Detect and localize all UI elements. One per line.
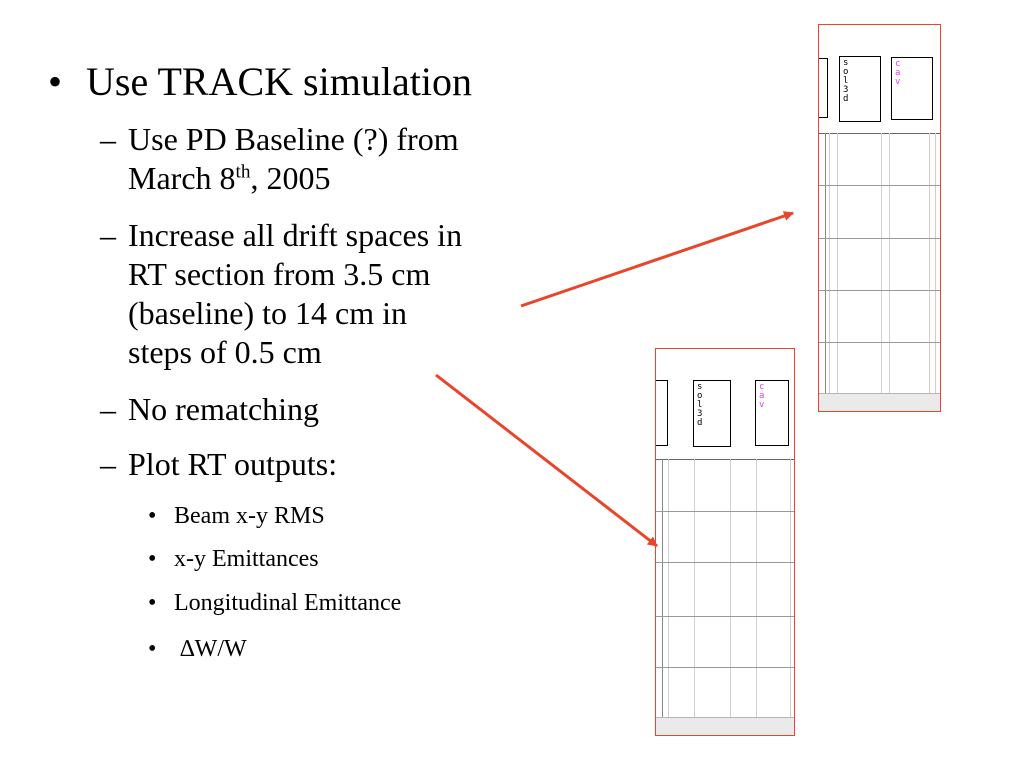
grid-column-line xyxy=(730,459,731,719)
sub-bullet-marker: – xyxy=(100,217,116,253)
item-longitudinal-emittance: Longitudinal Emittance xyxy=(174,590,402,616)
main-bullet-marker: • xyxy=(48,59,63,104)
item-bullet-marker: • xyxy=(148,503,157,529)
grid-row-line xyxy=(819,290,940,291)
sub-bullet-2-line4: steps of 0.5 cm xyxy=(128,334,322,370)
grid-header-line xyxy=(819,133,940,134)
sub-bullet-marker: – xyxy=(100,391,116,427)
grid-row-line xyxy=(656,616,794,617)
sub-bullet-2-line2: RT section from 3.5 cm xyxy=(128,256,431,292)
grid-column-line xyxy=(825,133,826,395)
sub-bullet-1-line1: Use PD Baseline (?) from xyxy=(128,121,459,157)
screenshot-footer-bar xyxy=(656,717,794,735)
partial-element-box xyxy=(656,380,668,446)
sub-bullet-3: No rematching xyxy=(128,391,320,427)
item-bullet-marker: • xyxy=(148,546,157,572)
grid-row-line xyxy=(819,185,940,186)
grid-row-line xyxy=(656,511,794,512)
main-bullet-text: Use TRACK simulation xyxy=(86,59,472,104)
screenshot-footer-bar xyxy=(819,393,940,411)
grid-column-line xyxy=(929,133,930,395)
item-bullet-marker: • xyxy=(148,590,157,616)
sub-bullet-marker: – xyxy=(100,121,116,157)
grid-column-line xyxy=(935,133,936,395)
date-year: , 2005 xyxy=(250,160,331,196)
grid-row-line xyxy=(656,667,794,668)
sub-bullet-2-line1: Increase all drift spaces in xyxy=(128,217,463,253)
item-beam-rms: Beam x-y RMS xyxy=(174,503,325,529)
arrow-to-baseline-screenshot xyxy=(520,211,794,308)
sub-bullet-2-line3: (baseline) to 14 cm in xyxy=(128,295,408,331)
item-emittances: x-y Emittances xyxy=(174,546,319,572)
grid-header-line xyxy=(656,459,794,460)
grid-column-line xyxy=(662,459,663,719)
sub-bullet-marker: – xyxy=(100,446,116,482)
grid-column-line xyxy=(837,133,838,395)
grid-column-line xyxy=(790,459,791,719)
partial-element-box xyxy=(819,58,828,118)
grid-column-line xyxy=(881,133,882,395)
grid-column-line xyxy=(694,459,695,719)
grid-row-line xyxy=(819,238,940,239)
grid-column-line xyxy=(756,459,757,719)
grid-column-line xyxy=(889,133,890,395)
date-text: March 8 xyxy=(128,160,236,196)
grid-row-line xyxy=(819,342,940,343)
grid-column-line xyxy=(668,459,669,719)
grid-row-line xyxy=(656,562,794,563)
item-bullet-marker: • xyxy=(148,636,157,662)
grid-column-line xyxy=(829,133,830,395)
item-delta-w: ∆W/W xyxy=(180,636,247,662)
arrow-to-modified-screenshot xyxy=(435,373,658,548)
date-superscript: th xyxy=(235,161,251,183)
sub-bullet-4: Plot RT outputs: xyxy=(128,446,338,482)
slide-text: • Use TRACK simulation – Use PD Baseline… xyxy=(48,59,472,662)
sub-bullet-1-line2: March 8th, 2005 xyxy=(128,160,330,197)
